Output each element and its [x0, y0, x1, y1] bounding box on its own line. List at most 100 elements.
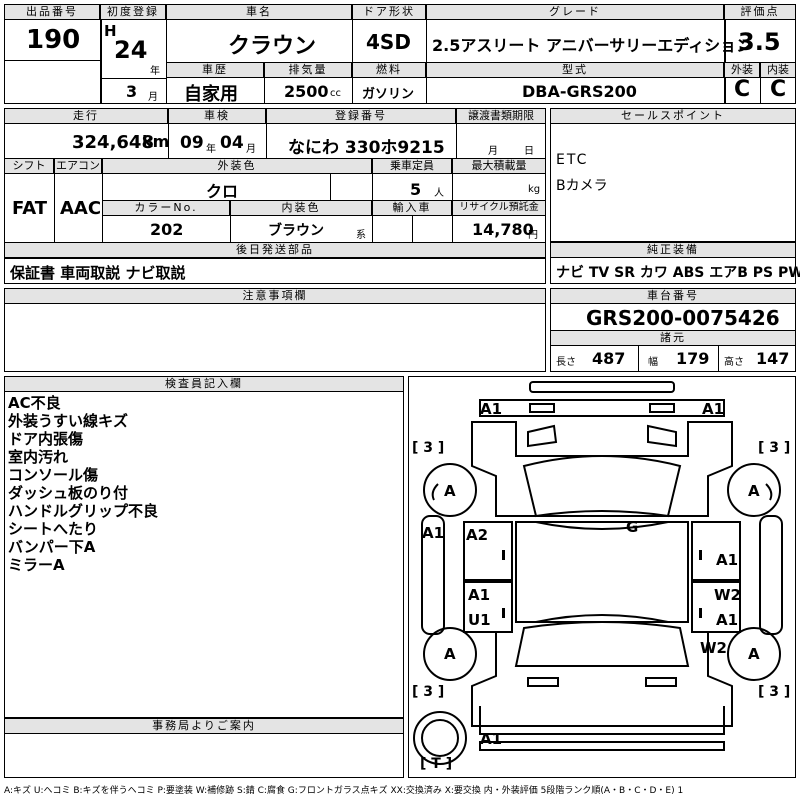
cc-unit: cc [330, 88, 341, 99]
diag-left-rear-door-a: A1 [468, 586, 491, 604]
note-item: バンパー下A [8, 538, 96, 556]
mileage-section [4, 108, 546, 258]
office-header: 事務局よりご案内 [4, 718, 404, 734]
legend-text: A:キズ U:ヘコミ B:キズを伴うヘコミ P:要塗装 W:補修跡 S:錆 C:… [4, 786, 684, 796]
note-item: 室内汚れ [8, 448, 69, 466]
note-item: ダッシュ板のり付 [8, 484, 129, 502]
diag-wheel-fr: A [748, 482, 760, 500]
diag-rear-bumper: A1 [480, 730, 503, 748]
mileage-header: 走行 [4, 108, 168, 124]
interior-header: 内装 [760, 62, 796, 78]
length-label: 長さ [556, 357, 576, 368]
sales-point-1: ETC [556, 152, 589, 168]
fuel-header: 燃料 [352, 62, 426, 78]
kg-unit: kg [528, 184, 541, 195]
inspector-header: 検査員記入欄 [4, 376, 404, 392]
recycle-value: 14,780 [472, 220, 534, 239]
diag-tire-tr: [ 3 ] [758, 440, 791, 456]
diag-tire-tl: [ 3 ] [412, 440, 445, 456]
sales-point-header: セールスポイント [550, 108, 796, 124]
year-unit: 年 [150, 66, 160, 77]
diag-right-rear-fender: W2 [700, 639, 727, 657]
genuine-header: 純正装備 [550, 242, 796, 258]
lot-no-value: 190 [26, 25, 81, 55]
color-no-value: 202 [150, 220, 184, 239]
chassis-header: 車台番号 [550, 288, 796, 304]
genuine-value: ナビ TV SR カワ ABS エアB PS PW [556, 265, 800, 281]
height-label: 高さ [724, 357, 744, 368]
max-load-header: 最大積載量 [452, 158, 546, 174]
inspection-header: 車検 [168, 108, 266, 124]
tx-month-unit: 月 [488, 146, 498, 157]
diag-wheel-rr: A [748, 645, 760, 663]
insp-month-value: 04 [220, 133, 244, 153]
diag-wheel-rl: A [444, 645, 456, 663]
later-parts-section [4, 258, 546, 284]
capacity-header: 乗車定員 [372, 158, 452, 174]
int-color-header: 内装色 [230, 200, 372, 216]
insp-month-unit: 月 [246, 144, 256, 155]
car-name-header: 車名 [166, 4, 352, 20]
color-no-header: カラーNo. [102, 200, 230, 216]
diag-front-right: A1 [702, 400, 725, 418]
shift-header: シフト [4, 158, 54, 174]
reg-year-value: 24 [114, 36, 148, 64]
displacement-header: 排気量 [264, 62, 352, 78]
lot-no-header: 出品番号 [4, 4, 100, 20]
diag-right-rear-door-w: W2 [714, 586, 741, 604]
fuel-value: ガソリン [362, 87, 415, 102]
score-header: 評価点 [724, 4, 796, 20]
diag-tire-bl: [ 3 ] [412, 684, 445, 700]
history-header: 車歴 [166, 62, 264, 78]
height-value: 147 [756, 349, 790, 368]
width-value: 179 [676, 349, 710, 368]
era-value: H [104, 22, 117, 40]
person-unit: 人 [434, 188, 444, 199]
diag-front-left: A1 [480, 400, 503, 418]
chassis-value: GRS200-0075426 [586, 306, 780, 330]
note-item: ハンドルグリップ不良 [8, 502, 159, 520]
car-outline-drawing [413, 381, 783, 765]
displacement-value: 2500 [284, 82, 329, 101]
inspector-notes: AC不良 外装うすい線キズ ドア内張傷 室内汚れ コンソール傷 ダッシュ板のり付… [8, 394, 158, 574]
tx-day-unit: 日 [524, 146, 534, 157]
reg-month-value: 3 [126, 82, 138, 101]
model-code-value: DBA-GRS200 [522, 82, 637, 101]
later-parts-header: 後日発送部品 [4, 242, 546, 258]
note-item: AC不良 [8, 394, 61, 412]
import-header: 輸入車 [372, 200, 452, 216]
caution-header: 注意事項欄 [4, 288, 546, 304]
int-color-value: ブラウン [268, 223, 324, 239]
int-score-value: C [770, 77, 787, 102]
diag-left-rear-door-u: U1 [468, 611, 491, 629]
inspector-section [4, 376, 404, 718]
diag-trunk-label: [ T ] [420, 756, 453, 772]
later-parts-value: 保証書 車両取説 ナビ取説 [10, 264, 186, 282]
top-section [4, 4, 796, 104]
aircon-header: エアコン [54, 158, 102, 174]
capacity-value: 5 [410, 180, 422, 199]
note-item: 外装うすい線キズ [8, 412, 129, 430]
model-code-header: 型式 [426, 62, 724, 78]
ext-color-value: クロ [206, 182, 239, 201]
transfer-deadline-header: 譲渡書類期限 [456, 108, 546, 124]
shift-value: FAT [12, 198, 48, 219]
length-value: 487 [592, 349, 626, 368]
specs-header: 諸元 [550, 330, 796, 346]
mileage-value: 324,648 [72, 132, 154, 153]
ext-score-value: C [734, 77, 751, 102]
door-value: 4SD [366, 30, 411, 54]
grade-value: 2.5アスリート アニバーサリーエディション [432, 36, 753, 55]
diag-right-rear-door-a: A1 [716, 611, 739, 629]
first-reg-header: 初度登録 [100, 4, 166, 20]
yen-unit: 円 [528, 230, 538, 241]
sales-point-section [550, 108, 796, 242]
diag-glass: G [626, 518, 639, 536]
insp-year-value: 09 [180, 133, 204, 153]
ext-color-header: 外装色 [102, 158, 372, 174]
diag-wheel-fl: A [444, 482, 456, 500]
reg-no-value: なにわ 330ホ9215 [288, 138, 445, 158]
door-header: ドア形状 [352, 4, 426, 20]
aircon-value: AAC [60, 198, 102, 219]
car-name-value: クラウン [228, 34, 317, 59]
